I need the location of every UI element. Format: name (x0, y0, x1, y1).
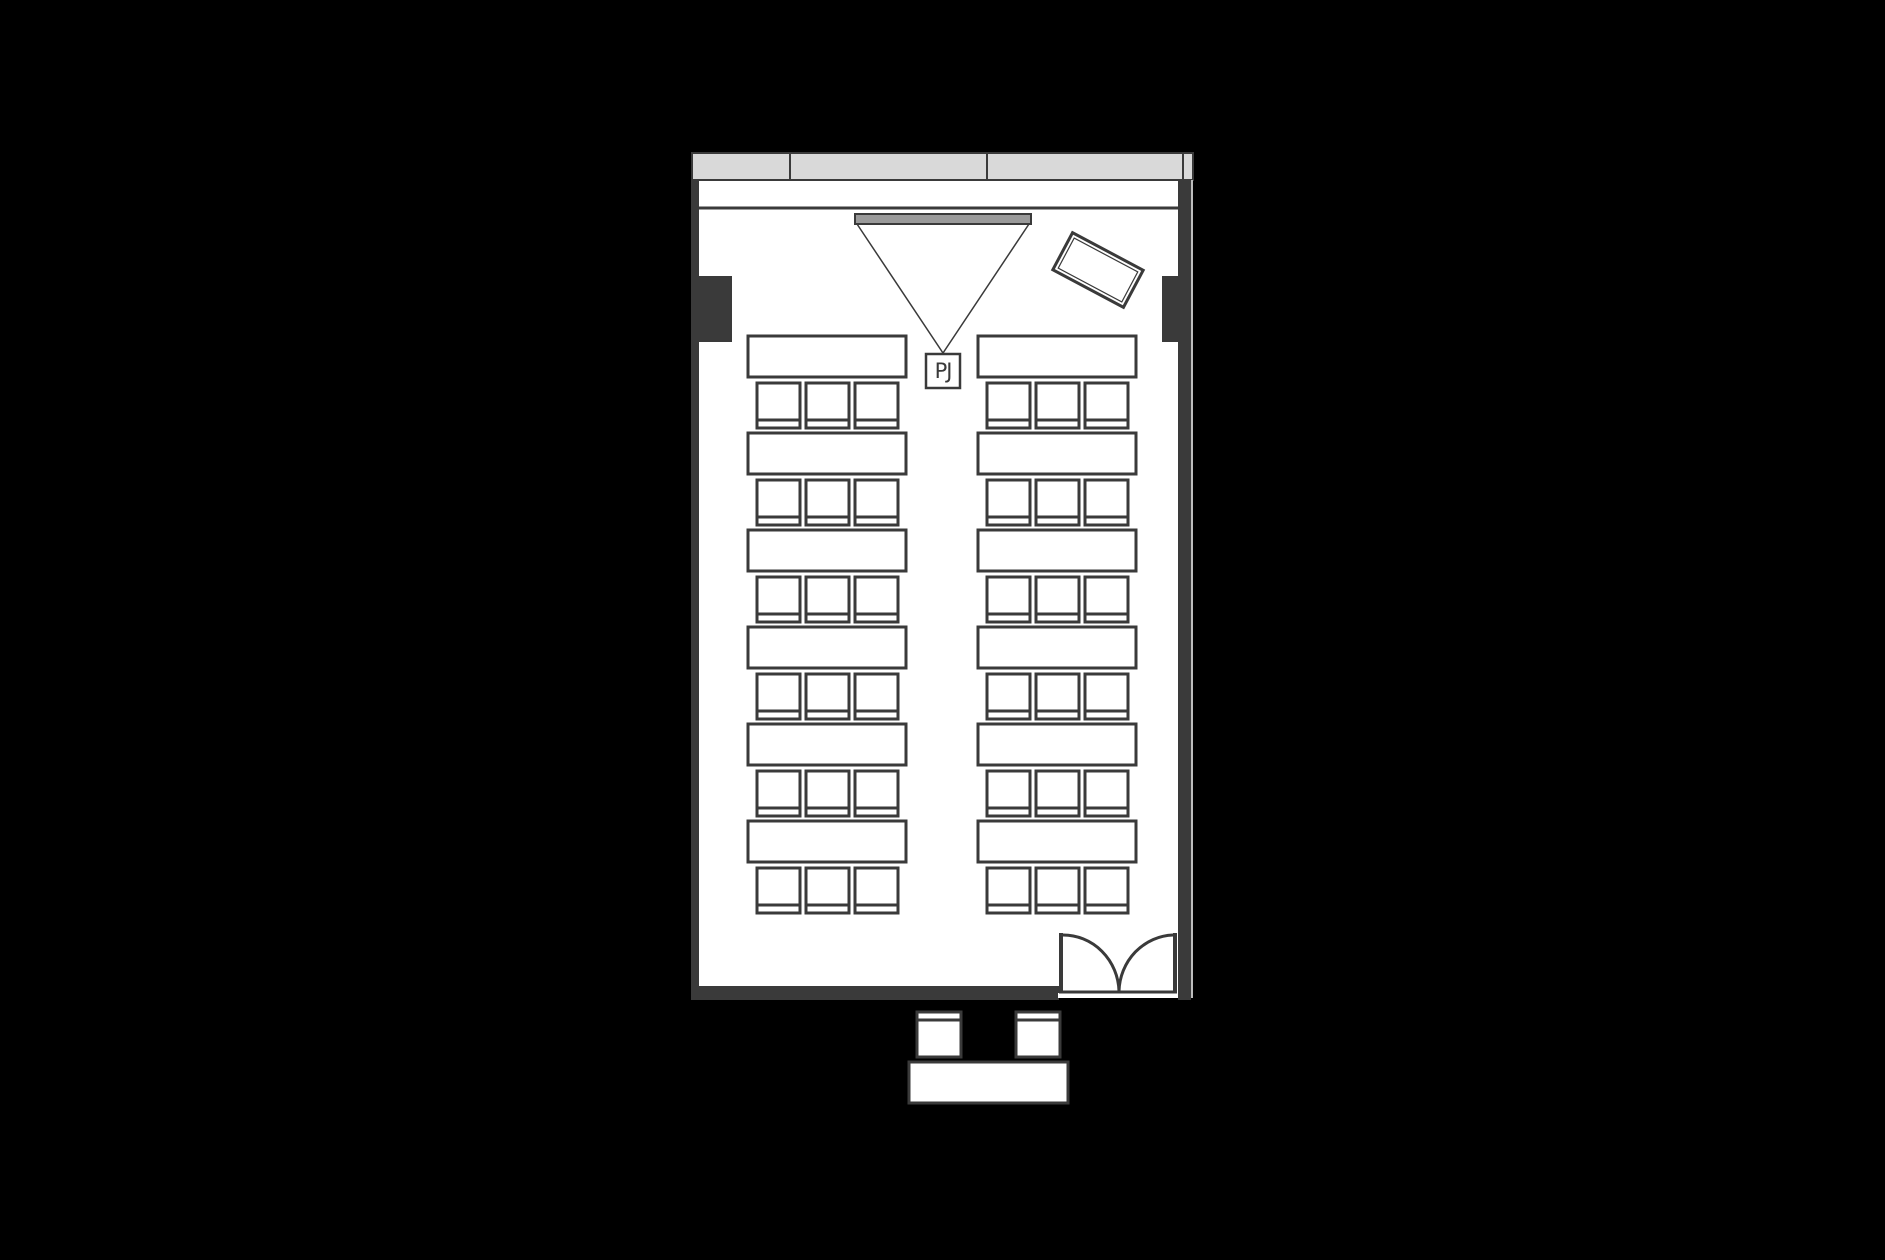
desk (746, 722, 908, 767)
desk (976, 819, 1138, 864)
desk (976, 625, 1138, 670)
left-pillar (691, 276, 732, 342)
desk-group (976, 528, 1138, 624)
chair (755, 769, 802, 818)
desk-group (746, 528, 908, 624)
chair (755, 575, 802, 624)
desk-group (976, 334, 1138, 430)
desk (746, 431, 908, 476)
chair (1034, 769, 1081, 818)
reception-area (907, 1010, 1070, 1105)
chair (804, 478, 851, 527)
chair (755, 866, 802, 915)
chair (853, 381, 900, 430)
chair (1034, 381, 1081, 430)
desk (746, 528, 908, 573)
chair (1083, 866, 1130, 915)
chair (985, 866, 1032, 915)
desk-group (976, 431, 1138, 527)
desk (976, 528, 1138, 573)
projector-label: PJ (934, 358, 953, 383)
desk (746, 625, 908, 670)
seating-area (746, 334, 1138, 915)
chair (853, 866, 900, 915)
reception-chair (915, 1010, 963, 1059)
chair (804, 381, 851, 430)
desk-group (746, 819, 908, 915)
projector-box (924, 352, 962, 390)
chair (985, 769, 1032, 818)
chair (1034, 672, 1081, 721)
chair (804, 866, 851, 915)
chair (985, 478, 1032, 527)
chair (985, 672, 1032, 721)
right-pillar (1162, 276, 1191, 342)
chair (1083, 478, 1130, 527)
chair (1083, 769, 1130, 818)
chair (1034, 866, 1081, 915)
bottom-wall (691, 986, 1059, 1000)
chair (804, 769, 851, 818)
desk-group (976, 819, 1138, 915)
reception-table (907, 1060, 1070, 1105)
chair (853, 575, 900, 624)
desk-group (746, 625, 908, 721)
chair (755, 478, 802, 527)
double-door (1058, 933, 1178, 998)
left-wall (691, 180, 699, 1000)
desk (976, 431, 1138, 476)
desk-group (976, 625, 1138, 721)
chair (1034, 575, 1081, 624)
chair (804, 575, 851, 624)
desk-group (746, 431, 908, 527)
desk (746, 819, 908, 864)
chair (985, 381, 1032, 430)
chair (1083, 575, 1130, 624)
chair (1083, 672, 1130, 721)
right-wall (1178, 180, 1191, 1000)
desk (976, 722, 1138, 767)
chair (755, 381, 802, 430)
chair (985, 575, 1032, 624)
chair (853, 769, 900, 818)
chair (755, 672, 802, 721)
reception-chair (1014, 1010, 1062, 1059)
chair (804, 672, 851, 721)
desk-group (746, 722, 908, 818)
desk-group (746, 334, 908, 430)
window-strip (691, 152, 1194, 181)
chair (853, 672, 900, 721)
chair (1083, 381, 1130, 430)
desk (976, 334, 1138, 379)
desk (746, 334, 908, 379)
desk-group (976, 722, 1138, 818)
right-wall-edge (1191, 180, 1193, 998)
chair (853, 478, 900, 527)
lectern (1050, 230, 1146, 310)
chair (1034, 478, 1081, 527)
projection-screen (854, 213, 1032, 225)
